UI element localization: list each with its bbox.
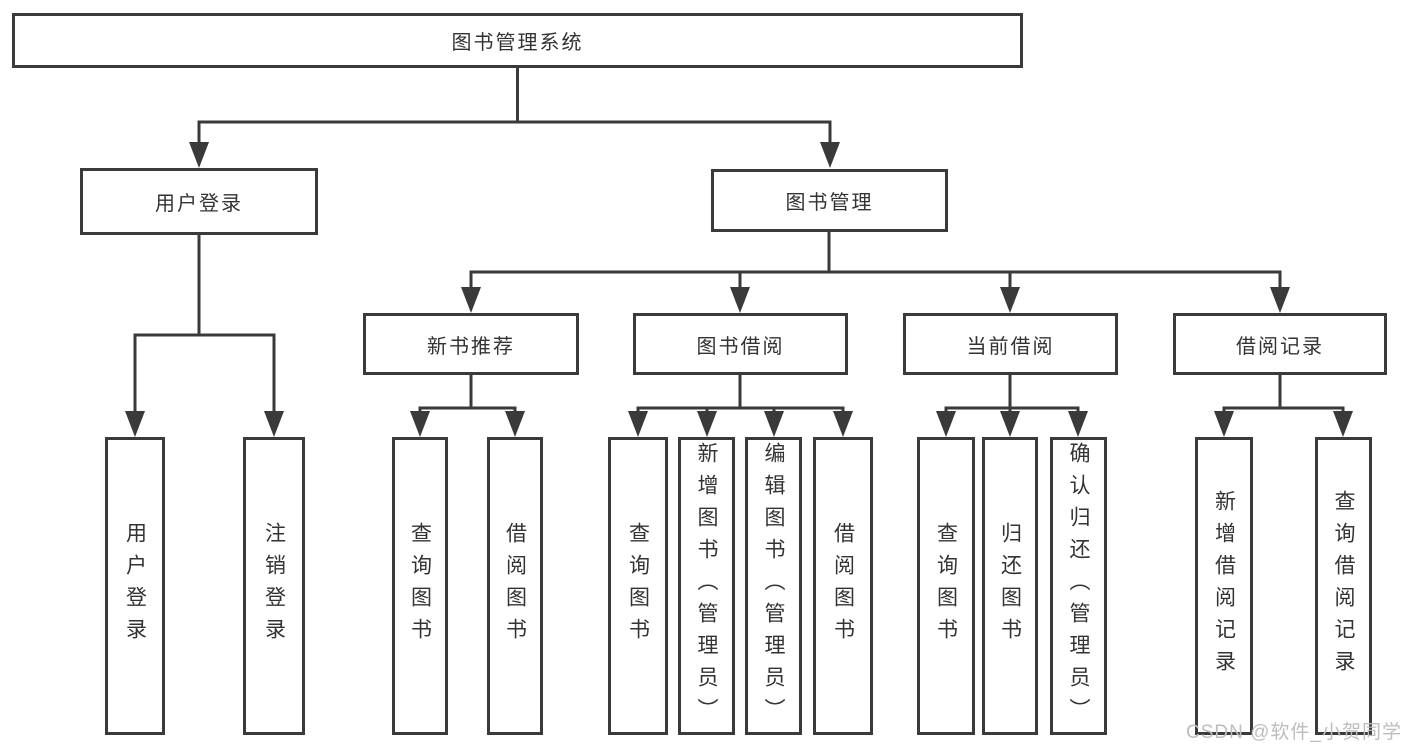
arrow-icon	[936, 411, 956, 437]
arrow-icon	[1068, 411, 1088, 437]
arrow-icon	[189, 142, 209, 168]
arrow-icon	[1333, 411, 1353, 437]
arrow-icon	[461, 287, 481, 313]
connector-book-management	[469, 232, 1282, 291]
leaf-return-book: 归还图书	[982, 437, 1038, 735]
leaf-query-borrow-record: 查询借阅记录	[1315, 437, 1372, 735]
connector-current-borrow	[944, 375, 1080, 414]
arrow-icon	[730, 287, 750, 313]
arrow-icon	[1000, 411, 1020, 437]
connector-borrow-record	[1222, 375, 1345, 414]
arrow-icon	[820, 142, 840, 168]
leaf-query-book-borrow: 查询图书	[608, 437, 668, 735]
connector-book-borrow	[636, 375, 845, 414]
leaf-borrow-book: 借阅图书	[813, 437, 873, 735]
node-book-borrow: 图书借阅	[633, 313, 848, 375]
leaf-edit-book-admin: 编辑图书（管理员）	[745, 437, 802, 735]
arrow-icon	[1000, 287, 1020, 313]
arrow-icon	[505, 411, 525, 437]
csdn-watermark: CSDN @软件_小贺同学	[1186, 722, 1402, 743]
arrow-icon	[628, 411, 648, 437]
node-current-borrow: 当前借阅	[903, 313, 1118, 375]
arrow-icon	[264, 411, 284, 437]
arrow-icon	[697, 411, 717, 437]
node-book-management: 图书管理	[711, 169, 948, 232]
arrow-icon	[1270, 287, 1290, 313]
node-new-book-recommend: 新书推荐	[363, 313, 579, 375]
arrow-icon	[125, 411, 145, 437]
arrow-icon	[764, 411, 784, 437]
node-root-system: 图书管理系统	[12, 13, 1023, 68]
leaf-add-book-admin: 新增图书（管理员）	[678, 437, 735, 735]
connector-new-book-recommend	[418, 375, 517, 414]
leaf-add-borrow-record: 新增借阅记录	[1195, 437, 1253, 735]
leaf-logout: 注销登录	[243, 437, 305, 735]
leaf-user-login: 用户登录	[105, 437, 165, 735]
arrow-icon	[410, 411, 430, 437]
node-borrow-record: 借阅记录	[1173, 313, 1387, 375]
leaf-query-book-recommend: 查询图书	[392, 437, 448, 735]
arrow-icon	[1214, 411, 1234, 437]
arrow-icon	[833, 411, 853, 437]
connector-root	[197, 66, 832, 146]
leaf-query-book-current: 查询图书	[917, 437, 975, 735]
connector-user-login	[133, 235, 276, 415]
leaf-confirm-return-admin: 确认归还（管理员）	[1050, 437, 1107, 735]
leaf-borrow-book-recommend: 借阅图书	[487, 437, 543, 735]
node-user-login: 用户登录	[80, 168, 318, 235]
arrowheads	[125, 142, 1353, 437]
